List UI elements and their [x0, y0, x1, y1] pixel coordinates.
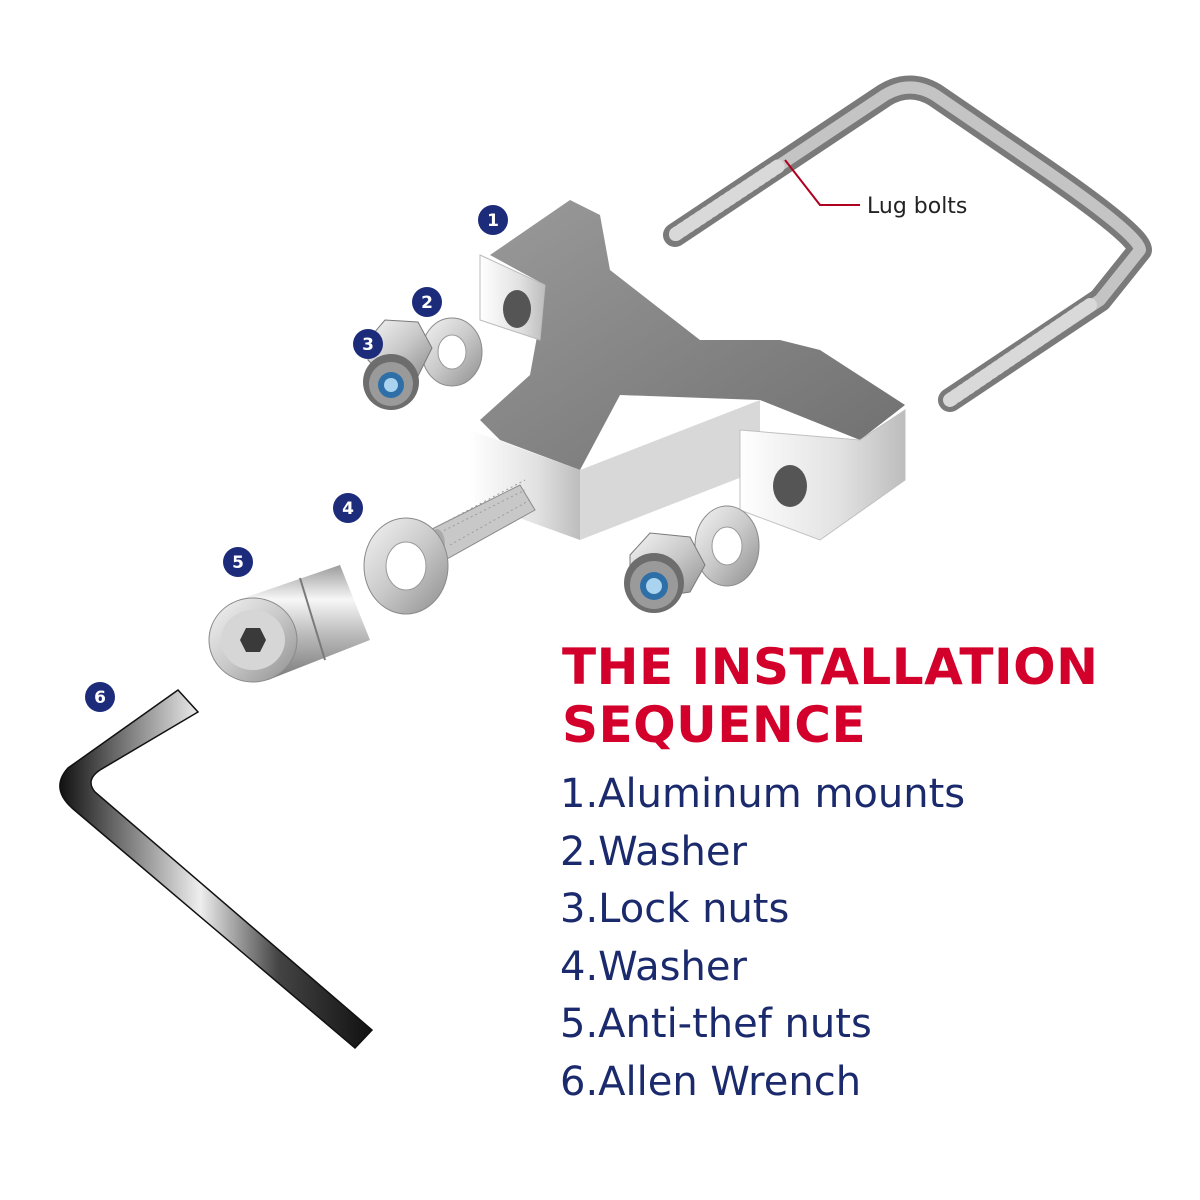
- svg-text:5: 5: [232, 553, 244, 573]
- svg-text:3: 3: [362, 335, 374, 355]
- allen-wrench: [59, 689, 374, 1050]
- badge-2: 2: [412, 287, 442, 317]
- badge-5: 5: [223, 547, 253, 577]
- steps-list: 1.Aluminum mounts 2.Washer 3.Lock nuts 4…: [560, 766, 965, 1111]
- u-bolt: [663, 75, 1152, 412]
- heading-line-1: THE INSTALLATION: [562, 638, 1099, 696]
- svg-text:2: 2: [421, 293, 433, 313]
- washer-front: [363, 517, 449, 615]
- step-item: 2.Washer: [560, 828, 747, 875]
- callout-label: Lug bolts: [867, 194, 967, 219]
- step-item: 5.Anti-thef nuts: [560, 1001, 872, 1047]
- heading-line-2: SEQUENCE: [562, 696, 867, 754]
- step-item: 3.Lock nuts: [560, 886, 790, 932]
- svg-text:6: 6: [94, 688, 106, 708]
- washer-right: [694, 505, 760, 587]
- badge-6: 6: [85, 682, 115, 712]
- svg-text:1: 1: [487, 211, 499, 231]
- badge-3: 3: [353, 329, 383, 359]
- anti-theft-nut: [208, 565, 370, 683]
- callout-line: [784, 159, 860, 206]
- step-item: 6.Allen Wrench: [560, 1058, 862, 1105]
- badge-1: 1: [478, 205, 508, 235]
- step-item: 4.Washer: [560, 943, 747, 990]
- badge-4: 4: [333, 493, 363, 523]
- lock-nut-upper: [363, 319, 433, 410]
- step-item: 1.Aluminum mounts: [560, 771, 966, 817]
- lock-nut-right: [624, 532, 706, 613]
- washer-upper: [421, 317, 483, 387]
- aluminum-mount: [470, 200, 906, 541]
- svg-text:4: 4: [342, 499, 354, 519]
